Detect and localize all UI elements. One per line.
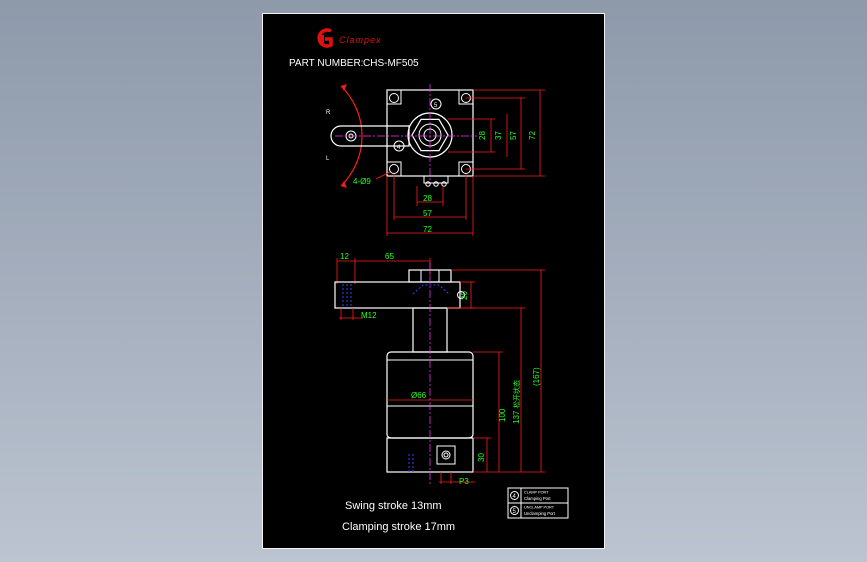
port-5-label: 5 <box>434 103 438 109</box>
top-dim-12: 12 <box>340 252 349 261</box>
mount-hole <box>389 164 399 174</box>
legend-num-4: 4 <box>513 494 517 500</box>
legend-row-4-line1: CLAMP PORT <box>524 491 549 495</box>
body-dia-label: Ø66 <box>411 391 427 400</box>
h-dim-28: 28 <box>423 194 432 203</box>
side-view: 12 65 20 M12 Ø66 <box>334 252 545 486</box>
top-view: R L 5 4 4-Ø9 <box>326 84 545 236</box>
port-5-marker <box>430 98 442 110</box>
base-height-30: 30 <box>477 453 486 462</box>
port-4-label: 4 <box>397 145 401 151</box>
swing-arm <box>330 125 410 147</box>
technical-drawing: Clampex PART NUMBER: CHS-MF505 R L 5 <box>289 28 569 533</box>
v-dim-28: 28 <box>478 131 487 140</box>
drawing-sheet: Clampex PART NUMBER: CHS-MF505 R L 5 <box>262 13 605 549</box>
height-100: 100 <box>498 408 507 422</box>
v-dim-57: 57 <box>509 131 518 140</box>
legend-row-4-line2: Clamping Port <box>524 496 551 501</box>
hex-nut <box>411 118 449 152</box>
v-dim-37: 37 <box>494 131 503 140</box>
part-number-value: CHS-MF505 <box>363 58 419 69</box>
height-137: 137 <box>512 410 521 424</box>
clamping-stroke-note: Clamping stroke 17mm <box>342 521 455 533</box>
legend-row-5-line1: UNCLAMP PORT <box>524 506 555 510</box>
thread-label-m12: M12 <box>361 311 377 320</box>
holes-callout: 4-Ø9 <box>353 177 371 186</box>
arm-dim-20: 20 <box>460 291 469 300</box>
top-dim-65: 65 <box>385 252 394 261</box>
port-legend: 4 CLAMP PORT Clamping Port 5 UNCLAMP POR… <box>507 487 569 519</box>
swing-stroke-note: Swing stroke 13mm <box>345 500 442 512</box>
clampex-logo: Clampex <box>317 28 382 48</box>
h-dim-57: 57 <box>423 209 432 218</box>
part-number-label: PART NUMBER: <box>289 58 363 69</box>
h-dim-72: 72 <box>423 225 432 234</box>
side-arm <box>334 281 461 309</box>
v-dim-72: 72 <box>528 131 537 140</box>
height-167: (167) <box>532 367 541 386</box>
port-4-marker <box>393 140 405 152</box>
swing-arc <box>340 85 363 187</box>
legend-num-5: 5 <box>513 509 517 515</box>
height-137-note: 松开状态 <box>512 380 521 408</box>
rotation-r-label: R <box>326 110 331 116</box>
logo-text: Clampex <box>339 35 382 45</box>
rotation-l-label: L <box>326 156 330 162</box>
port-thread-p3: P3 <box>459 477 469 486</box>
legend-row-5-line2: Unclamping Port <box>524 511 556 516</box>
mount-hole <box>389 93 399 103</box>
